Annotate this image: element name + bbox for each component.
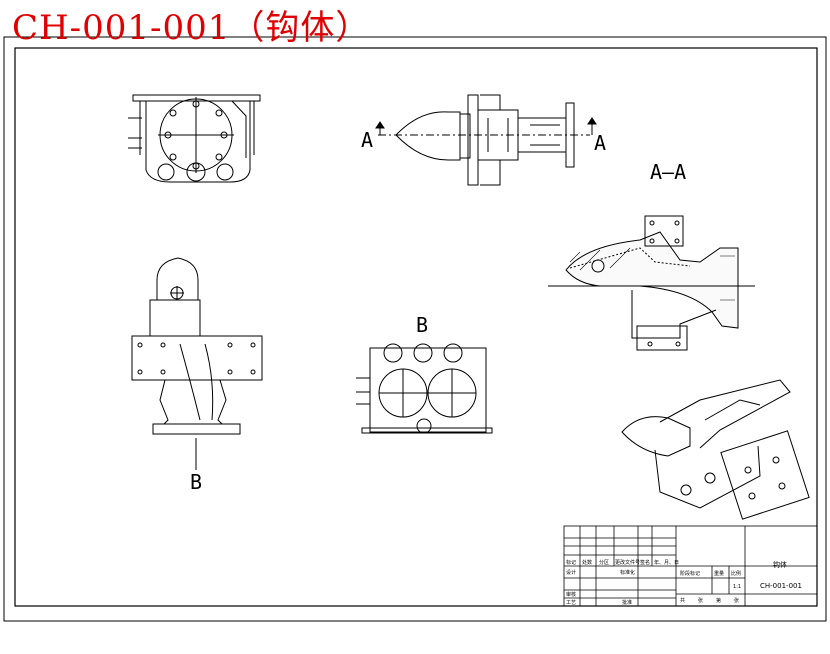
drawing-number: CH-001-001 <box>760 582 802 590</box>
tb-sheet-no: 张 <box>698 598 704 604</box>
view-isometric <box>621 379 810 520</box>
scale-value: 1:1 <box>733 584 742 590</box>
view-top-middle <box>378 94 593 186</box>
view-b-label: B <box>416 313 429 337</box>
tb-sheet-of: 第 <box>716 598 722 604</box>
section-aa-label: A—A <box>650 160 687 184</box>
inner-border <box>14 47 818 607</box>
tb-row-label-2: 处数 <box>582 560 593 566</box>
tb-designer: 设计 <box>566 570 577 576</box>
view-b-direction-label: B <box>190 470 203 494</box>
tb-row-label-5: 签名 <box>640 560 651 566</box>
tb-row-label-1: 标记 <box>566 560 577 566</box>
section-a-left-label: A <box>361 128 374 152</box>
tb-row-label-6: 年、月、日 <box>654 560 680 566</box>
tb-checker: 审核 <box>566 592 577 598</box>
page-title: CH-001-001（钩体） <box>12 8 371 48</box>
tb-standard: 标准化 <box>620 570 636 576</box>
view-middle-left <box>131 257 263 470</box>
tb-row-label-3: 分区 <box>599 560 610 566</box>
title-block <box>563 525 818 607</box>
tb-stage-mark: 阶段标记 <box>680 571 701 577</box>
outer-border <box>3 36 827 622</box>
tb-weight: 重量 <box>714 571 725 577</box>
tb-sheet-word: 张 <box>734 598 740 604</box>
view-top-left <box>128 94 261 183</box>
tb-row-label-4: 更改文件号 <box>615 560 641 566</box>
tb-approve: 批准 <box>622 600 633 606</box>
view-section-aa <box>548 215 755 351</box>
tb-process: 工艺 <box>566 600 577 606</box>
cutting-plane-marks <box>375 117 597 129</box>
part-name: 钩体 <box>773 561 787 569</box>
view-middle <box>356 343 493 434</box>
tb-sheet-total: 共 <box>680 598 686 604</box>
tb-scale-label: 比例 <box>731 571 742 577</box>
section-a-right-label: A <box>594 131 607 155</box>
